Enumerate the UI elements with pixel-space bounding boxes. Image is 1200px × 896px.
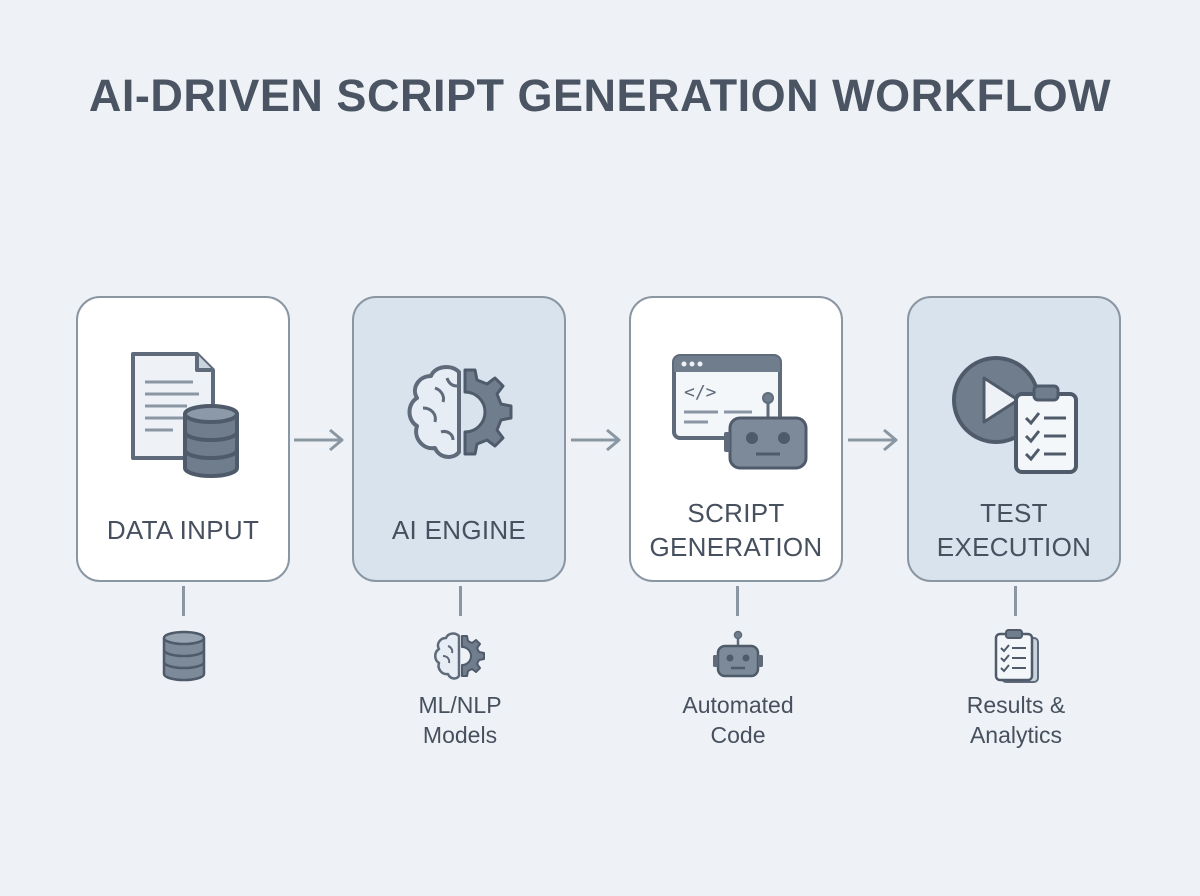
connector-line [1014,586,1017,616]
code-window-robot-icon: </> [668,342,808,482]
svg-text:</>: </> [684,382,717,403]
sub-label-line-1: Results & [966,692,1066,718]
sub-label-ml-nlp-models: ML/NLP Models [360,690,560,750]
step-label-line-1: TEST [980,498,1048,528]
sub-label-results-analytics: Results & Analytics [916,690,1116,750]
step-label-ai-engine: AI ENGINE [391,515,527,545]
sub-label-automated-code: Automated Code [638,690,838,750]
sub-label-line-2: Models [422,722,498,748]
step-label-line-2: GENERATION [649,532,823,562]
step-label-line-2: EXECUTION [936,532,1092,562]
document-database-icon [115,342,255,482]
step-label-line-1: SCRIPT [687,498,785,528]
play-clipboard-icon [946,342,1086,482]
step-card-data-input: DATA INPUT [76,296,290,582]
sub-label-line-1: Automated [682,692,794,718]
page-title: AI-DRIVEN SCRIPT GENERATION WORKFLOW [88,70,1112,121]
connector-line [182,586,185,616]
arrow-right-icon [292,420,348,460]
step-card-test-execution: TEST EXECUTION [907,296,1121,582]
brain-gear-icon [391,342,531,482]
brain-gear-icon [432,628,488,684]
step-label-test-execution: TEST EXECUTION [909,496,1119,564]
step-label-script-generation: SCRIPT GENERATION [631,496,841,564]
sub-label-line-2: Code [710,722,766,748]
arrow-right-icon [846,420,902,460]
step-card-ai-engine: AI ENGINE [352,296,566,582]
step-card-script-generation: </> SCRIPT GENERATION [629,296,843,582]
clipboard-checklist-icon [988,628,1044,684]
sub-label-line-2: Analytics [969,722,1063,748]
connector-line [459,586,462,616]
sub-label-line-1: ML/NLP [418,692,502,718]
robot-icon [710,628,766,684]
database-icon [156,628,212,684]
connector-line [736,586,739,616]
step-label-data-input: DATA INPUT [106,515,260,545]
arrow-right-icon [569,420,625,460]
